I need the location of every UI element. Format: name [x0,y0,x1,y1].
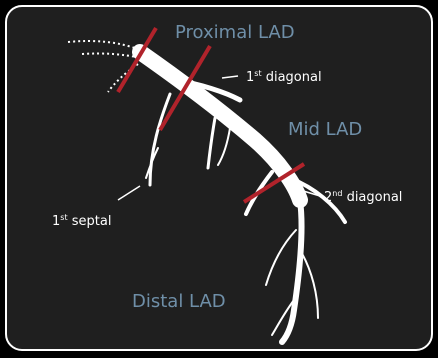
distal-lad-label: Distal LAD [132,291,226,312]
mid-lad-label: Mid LAD [288,119,362,140]
proximal-lad-label: Proximal LAD [175,22,295,43]
